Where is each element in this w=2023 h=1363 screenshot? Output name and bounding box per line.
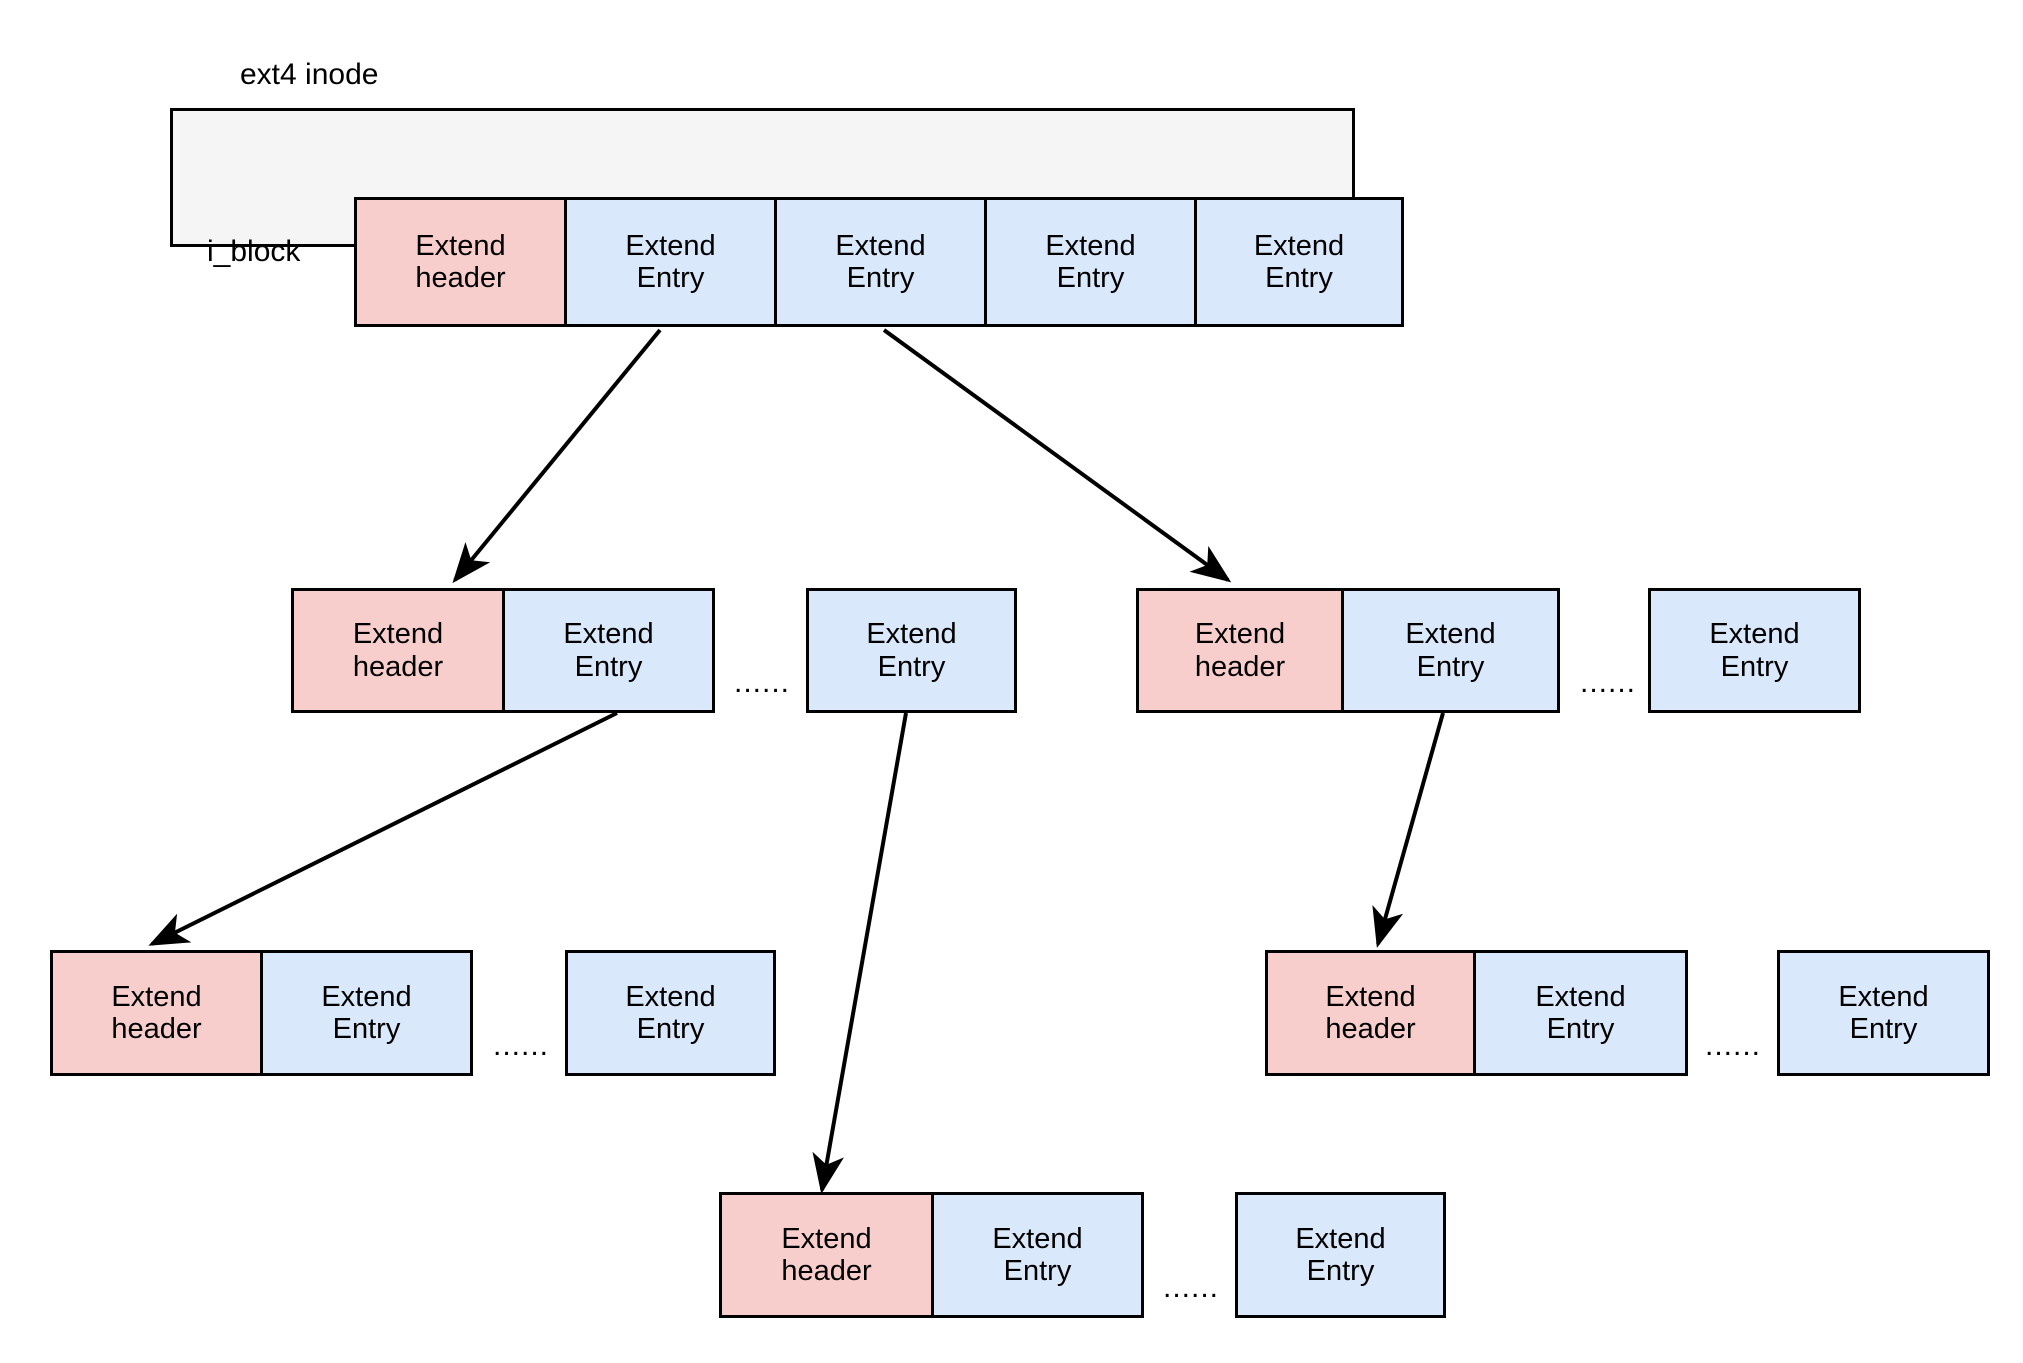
level1-mid-to-level3-center [812,712,908,1194]
level2-right-ellipsis: ...... [1705,1029,1762,1062]
level1-right-to-level2-right [1372,712,1445,948]
level1-left-to-level2-left [148,711,618,946]
level2-left-ellipsis: ...... [493,1029,550,1062]
level1-right-ellipsis: ...... [1580,666,1637,699]
page-title: ext4 inode [240,58,379,91]
inode-entry1-to-level1-left [452,328,662,584]
level3-ellipsis: ...... [1163,1271,1220,1304]
i-block-label: i_block [207,235,301,268]
inode-entry2-to-level1-right [882,328,1232,583]
level1-left-ellipsis: ...... [734,666,791,699]
